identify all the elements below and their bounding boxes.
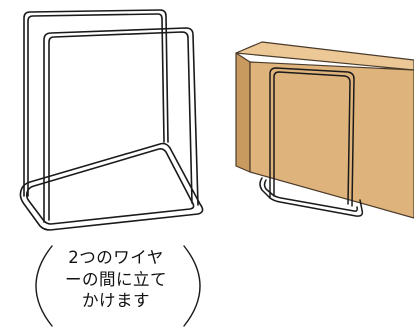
board-side-face bbox=[235, 52, 251, 173]
caption-bubble bbox=[35, 245, 201, 327]
caption-line-2: ーの間に立て bbox=[65, 269, 167, 289]
bubble-right-bracket bbox=[183, 245, 201, 327]
front-wire-on-board bbox=[269, 67, 355, 207]
caption-line-1: 2つのワイヤ bbox=[68, 248, 164, 267]
base-wire-under-board-inner bbox=[263, 179, 358, 212]
front-wire-on-board-inner bbox=[273, 71, 351, 205]
caption-text: 2つのワイヤ ーの間に立て かけます bbox=[22, 247, 210, 312]
back-wire-frame-inner bbox=[27, 13, 165, 197]
wire-stand-with-board bbox=[235, 41, 414, 219]
caption-line-3: かけます bbox=[82, 291, 150, 310]
front-wire-frame-inner bbox=[48, 31, 193, 221]
bubble-left-bracket bbox=[35, 245, 53, 327]
board-front-face bbox=[249, 61, 414, 219]
base-wire-loop bbox=[19, 142, 204, 231]
base-wire-under-board bbox=[259, 177, 364, 217]
board-top-face bbox=[235, 41, 414, 71]
base-wire-loop-inner bbox=[25, 148, 195, 225]
wire-stand-empty bbox=[19, 9, 204, 231]
front-wire-frame bbox=[43, 27, 199, 223]
back-wire-frame bbox=[23, 9, 169, 197]
